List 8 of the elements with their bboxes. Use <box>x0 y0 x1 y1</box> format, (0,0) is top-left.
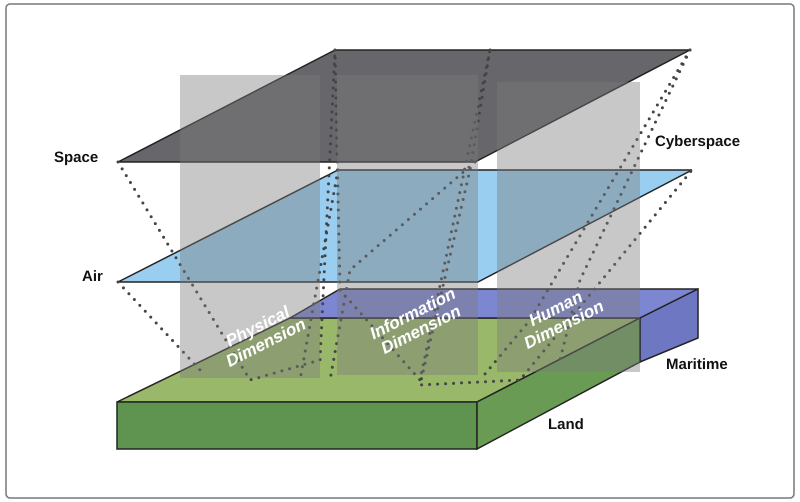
dimension-panel <box>180 75 320 378</box>
domain-label: Maritime <box>666 356 728 373</box>
dimension-panel <box>337 75 478 375</box>
domain-label: Cyberspace <box>655 133 740 150</box>
domain-label: Space <box>54 149 98 166</box>
dimension-panel <box>497 82 640 372</box>
domain-label: Land <box>548 416 584 433</box>
domain-label: Air <box>82 268 103 285</box>
